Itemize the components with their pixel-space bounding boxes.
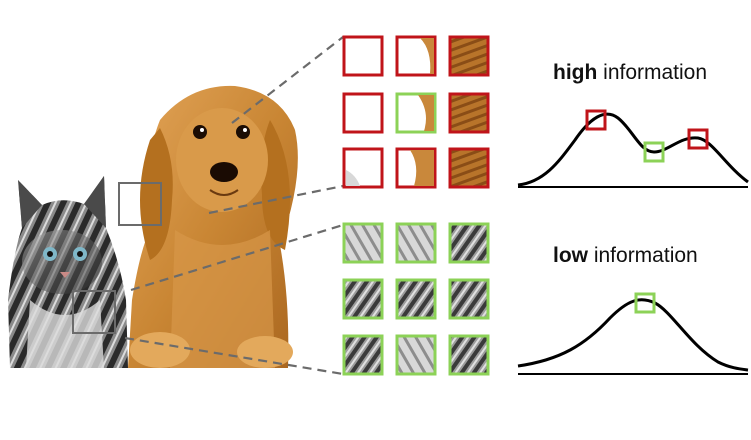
patch (448, 92, 490, 134)
patch (395, 278, 437, 320)
patch (395, 334, 437, 376)
marker-red (687, 128, 709, 150)
patch-grid-cat (342, 222, 490, 376)
high-information-label: high information (553, 61, 707, 85)
multimodal-curve (517, 112, 749, 187)
high-label-rest: information (597, 61, 708, 84)
patch-grid-dog (342, 35, 490, 189)
low-label-rest: information (588, 244, 698, 267)
low-label-bold: low (553, 244, 588, 267)
puppy-image (128, 85, 298, 368)
unimodal-curve (517, 298, 749, 372)
patch (342, 35, 384, 77)
patch (448, 147, 490, 189)
high-information-plot (517, 109, 749, 188)
low-information-plot (517, 292, 749, 375)
connector-lines (124, 36, 344, 376)
patch (342, 278, 384, 320)
patch (342, 334, 384, 376)
patch (448, 35, 490, 77)
patch (448, 222, 490, 264)
high-label-bold: high (553, 61, 598, 84)
marker-green (643, 141, 665, 163)
marker-red (585, 109, 607, 131)
patch (342, 222, 384, 264)
patch (342, 92, 384, 134)
source-box-dog (118, 182, 162, 226)
marker-green (634, 292, 656, 314)
low-information-label: low information (553, 244, 698, 268)
patch (395, 222, 437, 264)
patch (448, 334, 490, 376)
source-box-cat (72, 290, 116, 334)
patch (448, 278, 490, 320)
